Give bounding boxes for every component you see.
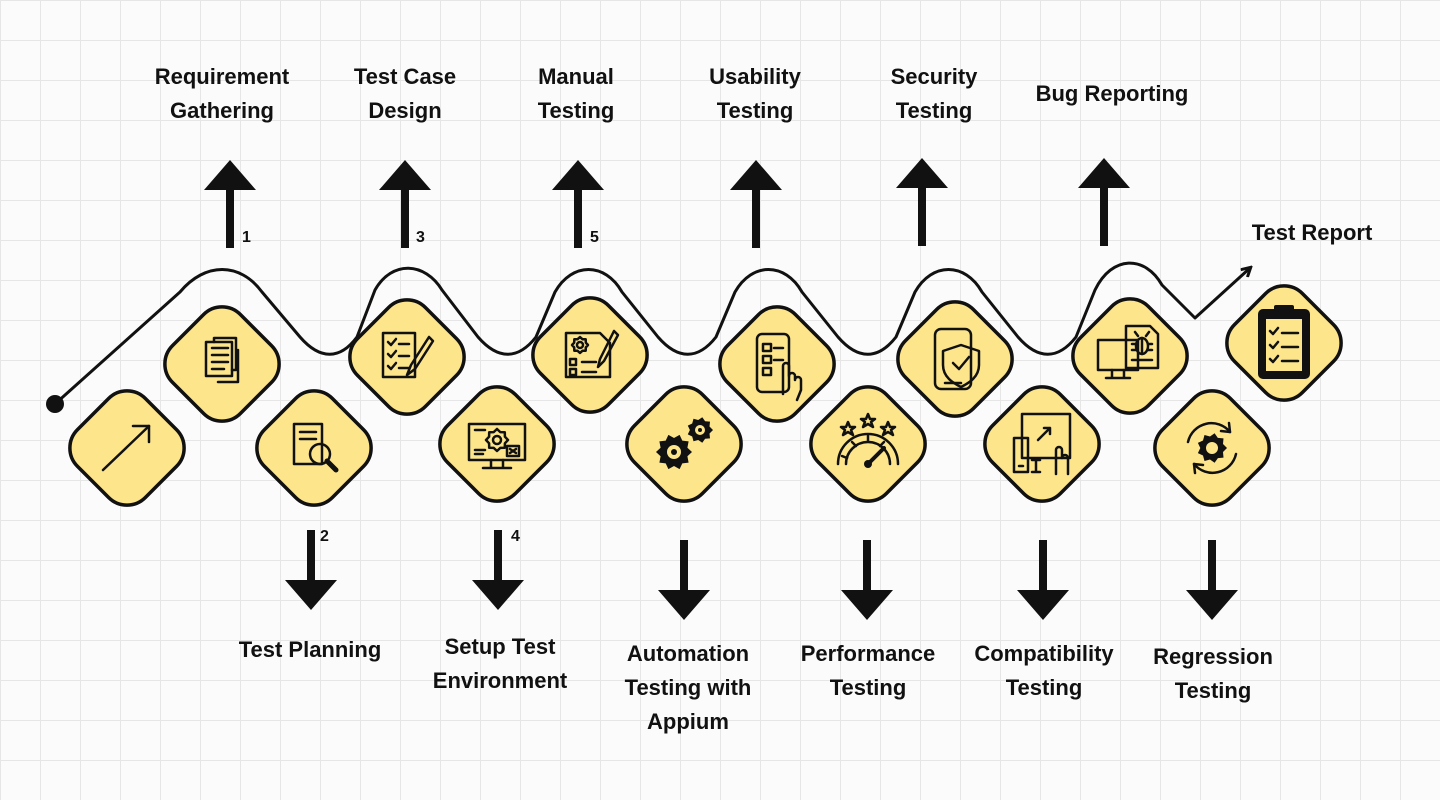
step-label-test-planning: Test Planning bbox=[238, 637, 382, 662]
start-dot bbox=[46, 395, 64, 413]
document-search-icon bbox=[292, 422, 339, 473]
devices-icon bbox=[1012, 412, 1072, 476]
down-arrow-4 bbox=[841, 540, 893, 620]
step-label-test-report: Test Report bbox=[1251, 220, 1373, 245]
monitor-gear-icon bbox=[467, 422, 527, 470]
clipboard-checklist-icon bbox=[1258, 305, 1310, 379]
up-arrow-3 bbox=[552, 160, 604, 248]
down-arrow-2 bbox=[472, 530, 524, 610]
step-number-3: 3 bbox=[416, 229, 425, 246]
gears-icon bbox=[656, 417, 713, 470]
step-number-5: 5 bbox=[590, 229, 599, 246]
checklist-pen-icon bbox=[381, 331, 435, 379]
step-tile-5 bbox=[531, 296, 649, 414]
up-arrow-6 bbox=[1078, 158, 1130, 246]
documents-icon bbox=[204, 336, 240, 384]
step-number-1: 1 bbox=[242, 229, 251, 246]
gear-cycle-icon bbox=[1186, 421, 1238, 475]
step-tile-9 bbox=[896, 300, 1014, 418]
step-label-bug-reporting: Bug Reporting bbox=[1035, 81, 1189, 106]
down-arrow-1 bbox=[285, 530, 337, 610]
step-tile-12 bbox=[1153, 389, 1271, 507]
up-arrow-5 bbox=[896, 158, 948, 246]
step-tile-8 bbox=[809, 385, 927, 503]
step-tile-11 bbox=[1071, 297, 1189, 415]
gear-checklist-icon bbox=[564, 329, 620, 379]
monitor-bug-icon bbox=[1096, 324, 1160, 380]
step-tile-10 bbox=[983, 385, 1101, 503]
step-tile-6 bbox=[625, 385, 743, 503]
step-number-2: 2 bbox=[320, 528, 329, 545]
down-arrow-5 bbox=[1017, 540, 1069, 620]
up-arrow-4 bbox=[730, 160, 782, 248]
step-number-4: 4 bbox=[511, 528, 520, 545]
up-arrow-2 bbox=[379, 160, 431, 248]
phone-tap-icon bbox=[755, 332, 803, 402]
step-tile-2 bbox=[255, 389, 373, 507]
step-tile-1 bbox=[163, 305, 281, 423]
phone-shield-icon bbox=[933, 327, 981, 391]
speedometer-stars-icon bbox=[836, 412, 900, 468]
step-tile-7 bbox=[718, 305, 836, 423]
step-tile-4 bbox=[438, 385, 556, 503]
up-arrow-1 bbox=[204, 160, 256, 248]
step-tile-start bbox=[68, 389, 186, 507]
down-arrow-3 bbox=[658, 540, 710, 620]
arrow-up-right-icon bbox=[101, 424, 151, 472]
down-arrow-6 bbox=[1186, 540, 1238, 620]
step-tile-3 bbox=[348, 298, 466, 416]
step-tile-13 bbox=[1225, 284, 1343, 402]
